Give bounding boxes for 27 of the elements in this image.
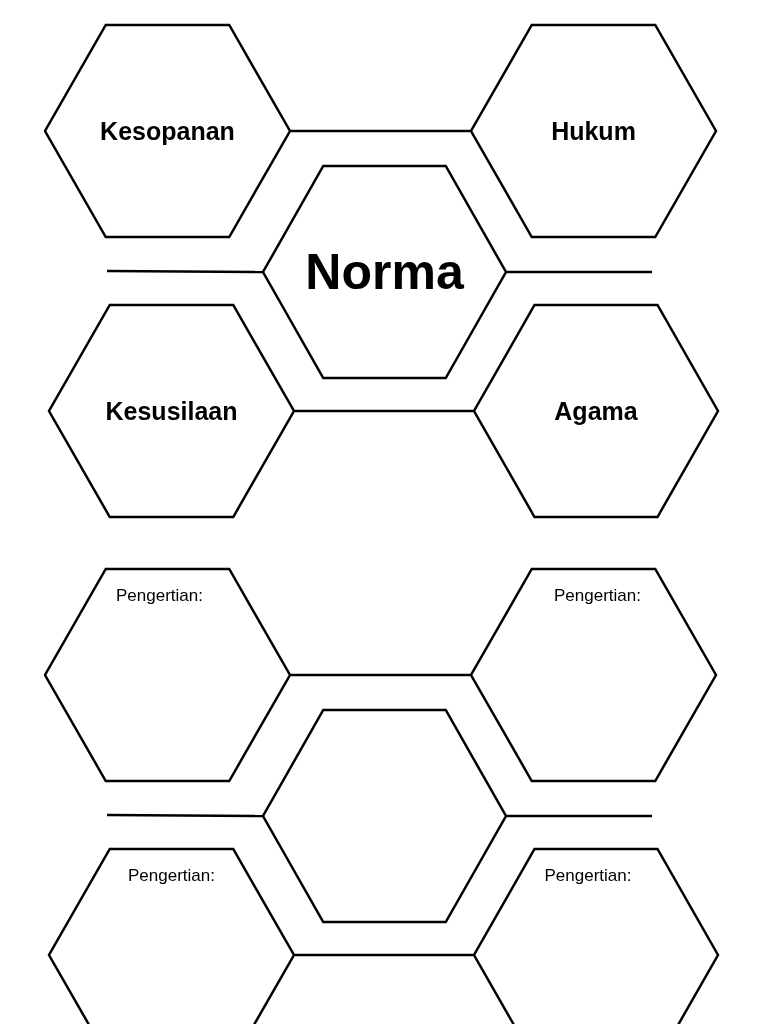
hexagon-shape xyxy=(48,304,295,518)
node-label: Kesopanan xyxy=(100,116,235,146)
hexagon-shape xyxy=(470,24,717,238)
connector-line xyxy=(295,953,473,957)
node-label: Pengertian: xyxy=(128,866,215,886)
hexagon-shape xyxy=(262,709,507,923)
node-label: Norma xyxy=(305,243,464,301)
hexagon-shape xyxy=(473,848,719,1024)
node-label: Pengertian: xyxy=(544,866,632,886)
hexagon-shape xyxy=(44,24,291,238)
connector-line xyxy=(107,813,262,818)
connector-line xyxy=(507,814,652,818)
hexagon-shape xyxy=(44,568,291,782)
connector-line xyxy=(291,673,470,677)
hexagon-shape xyxy=(48,848,295,1024)
connector-line xyxy=(295,409,473,413)
hexagon-shape xyxy=(473,304,719,518)
node-label: Agama xyxy=(554,396,638,426)
hexagon-shape xyxy=(262,165,507,379)
connector-line xyxy=(507,270,652,274)
hexagon-shape xyxy=(470,568,717,782)
node-label: Hukum xyxy=(551,116,636,146)
node-label: Pengertian: xyxy=(116,586,203,606)
node-label: Pengertian: xyxy=(554,586,641,606)
connector-line xyxy=(107,269,262,274)
node-label: Kesusilaan xyxy=(105,396,238,426)
connector-line xyxy=(291,129,470,133)
